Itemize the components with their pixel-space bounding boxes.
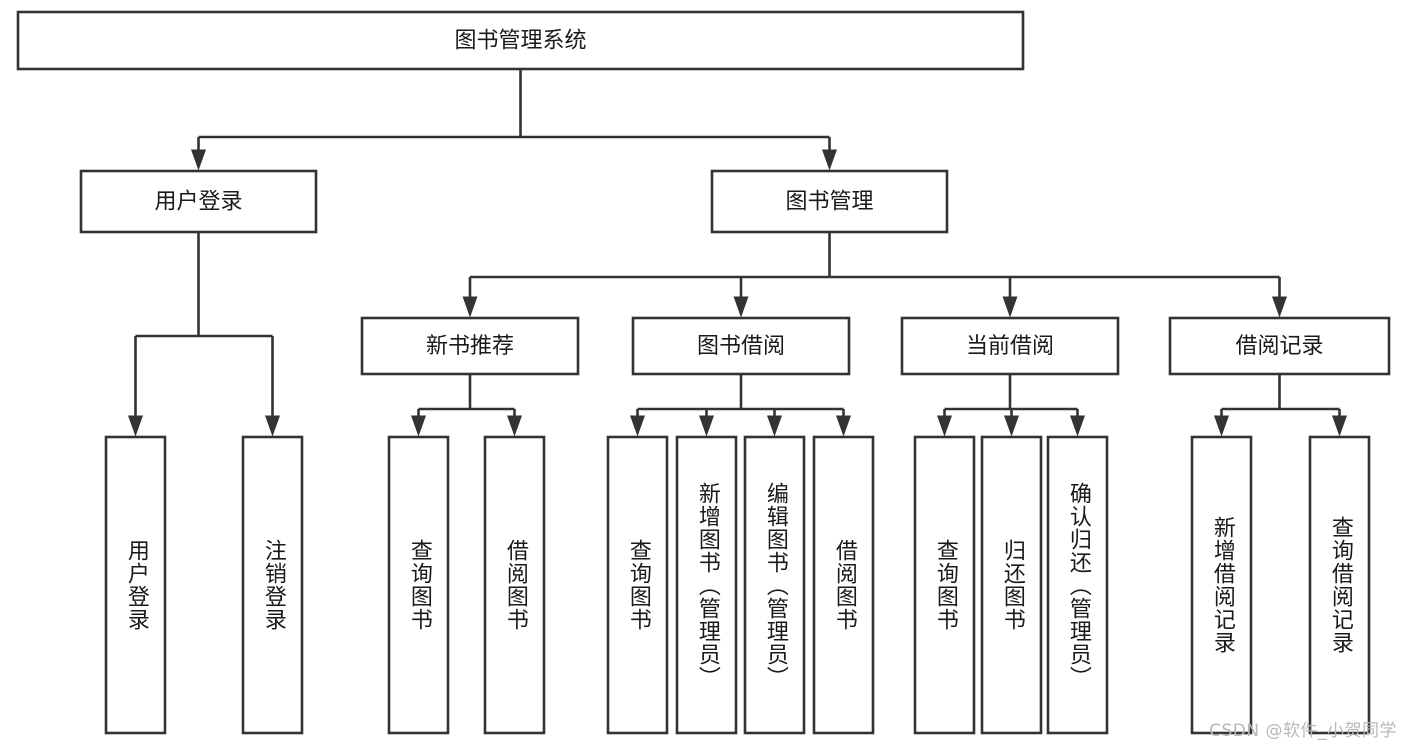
arrow-head-icon [822, 149, 837, 171]
arrow-head-icon [630, 415, 645, 437]
node-box-user-login[interactable] [79, 169, 318, 234]
arrow-head-icon [937, 415, 952, 437]
node-label-book-borrow: 图书借阅 [697, 334, 785, 359]
node-label-book-management: 图书管理 [785, 190, 873, 215]
arrow-head-icon [411, 415, 426, 437]
arrow-head-icon [1004, 415, 1019, 437]
arrow-head-icon [767, 415, 782, 437]
arrow-head-icon [699, 415, 714, 437]
node-box-bb-borrow-book[interactable] [812, 435, 875, 735]
node-box-cb-confirm-return[interactable] [1046, 435, 1109, 735]
node-box-layer [16, 10, 1391, 735]
arrow-head-icon [1332, 415, 1347, 437]
node-box-br-query-record[interactable] [1308, 435, 1371, 735]
node-box-borrow-record[interactable] [1168, 316, 1391, 376]
node-label-user-login: 用户登录 [154, 190, 242, 215]
node-label-borrow-record: 借阅记录 [1235, 334, 1323, 359]
node-box-root[interactable] [16, 10, 1025, 71]
node-box-cb-query-book[interactable] [913, 435, 976, 735]
arrow-head-icon [191, 149, 206, 171]
node-label-current-borrow: 当前借阅 [966, 334, 1054, 359]
node-box-bb-add-book[interactable] [675, 435, 738, 735]
node-label-root: 图书管理系统 [454, 29, 586, 54]
arrow-head-icon [128, 415, 143, 437]
arrow-head-icon [836, 415, 851, 437]
node-box-nbr-borrow-book[interactable] [483, 435, 546, 735]
node-box-bb-edit-book[interactable] [743, 435, 806, 735]
arrow-head-icon [462, 296, 478, 318]
node-label-new-book-recommend: 新书推荐 [426, 334, 514, 359]
arrow-head-icon [733, 296, 749, 318]
node-box-nbr-query-book[interactable] [387, 435, 450, 735]
node-box-br-add-record[interactable] [1190, 435, 1253, 735]
arrow-head-icon [265, 415, 280, 437]
node-box-book-borrow[interactable] [631, 316, 851, 376]
node-box-bb-query-book[interactable] [606, 435, 669, 735]
arrow-head-icon [1002, 296, 1018, 318]
node-box-cb-return-book[interactable] [980, 435, 1043, 735]
node-box-current-borrow[interactable] [900, 316, 1120, 376]
arrow-head-icon [507, 415, 522, 437]
connector-layer [128, 69, 1347, 437]
node-box-new-book-recommend[interactable] [360, 316, 580, 376]
csdn-watermark: CSDN @软件_小贺同学 [1209, 721, 1397, 741]
node-box-user-logout[interactable] [241, 435, 304, 735]
arrow-head-icon [1272, 296, 1287, 318]
arrow-head-icon [1214, 415, 1229, 437]
node-box-book-management[interactable] [710, 169, 949, 234]
arrow-head-icon [1070, 415, 1085, 437]
node-box-user-login-do[interactable] [104, 435, 167, 735]
